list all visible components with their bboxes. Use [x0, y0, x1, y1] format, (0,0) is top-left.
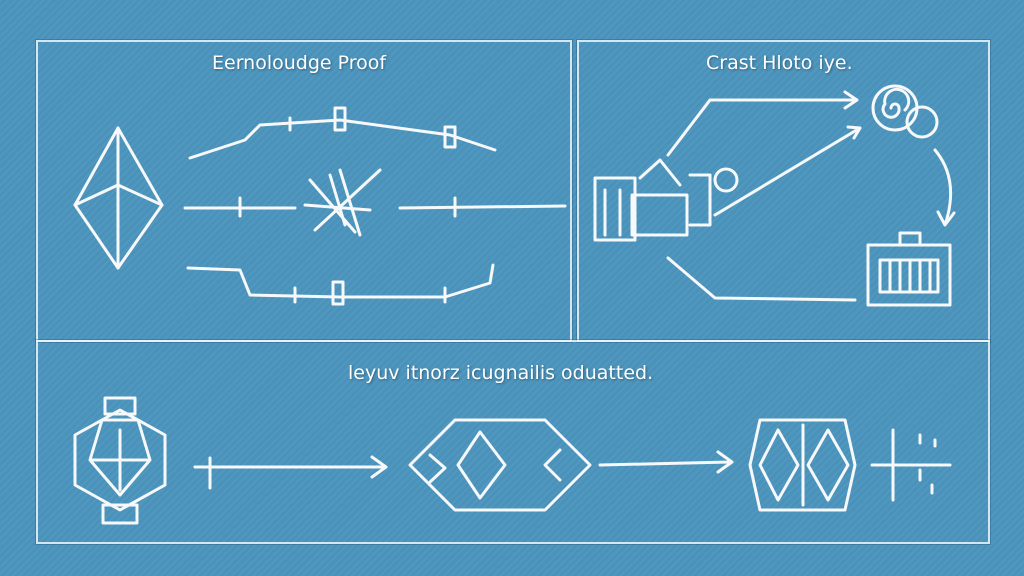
calendar-box-icon: [866, 231, 952, 307]
ethereum-diamond-icon: [73, 126, 164, 270]
diamond-lattice-icon: [748, 418, 857, 512]
tangle-knot-icon: [303, 168, 382, 237]
bottom-arrow-2: [598, 450, 734, 474]
hexagon-node-icon: [73, 396, 167, 525]
flow-arrows: [666, 90, 956, 302]
panel-top-right-title: Crast Hloto iye.: [706, 52, 853, 74]
panel-bottom: [36, 340, 990, 544]
capsule-node-icon: [408, 418, 592, 512]
spiral-node-icon: [871, 84, 939, 139]
panel-top-left-title: Eernoloudge Proof: [212, 52, 387, 74]
machine-icon: [593, 158, 739, 242]
bottom-connector-line: [186, 263, 495, 306]
top-connector-line: [188, 106, 497, 160]
panel-bottom-title: leyuv itnorz icugnailis oduatted.: [348, 362, 654, 384]
middle-connector-line: [183, 196, 567, 218]
bottom-arrow-1: [193, 455, 388, 490]
partial-symbol-icon: [870, 428, 952, 502]
